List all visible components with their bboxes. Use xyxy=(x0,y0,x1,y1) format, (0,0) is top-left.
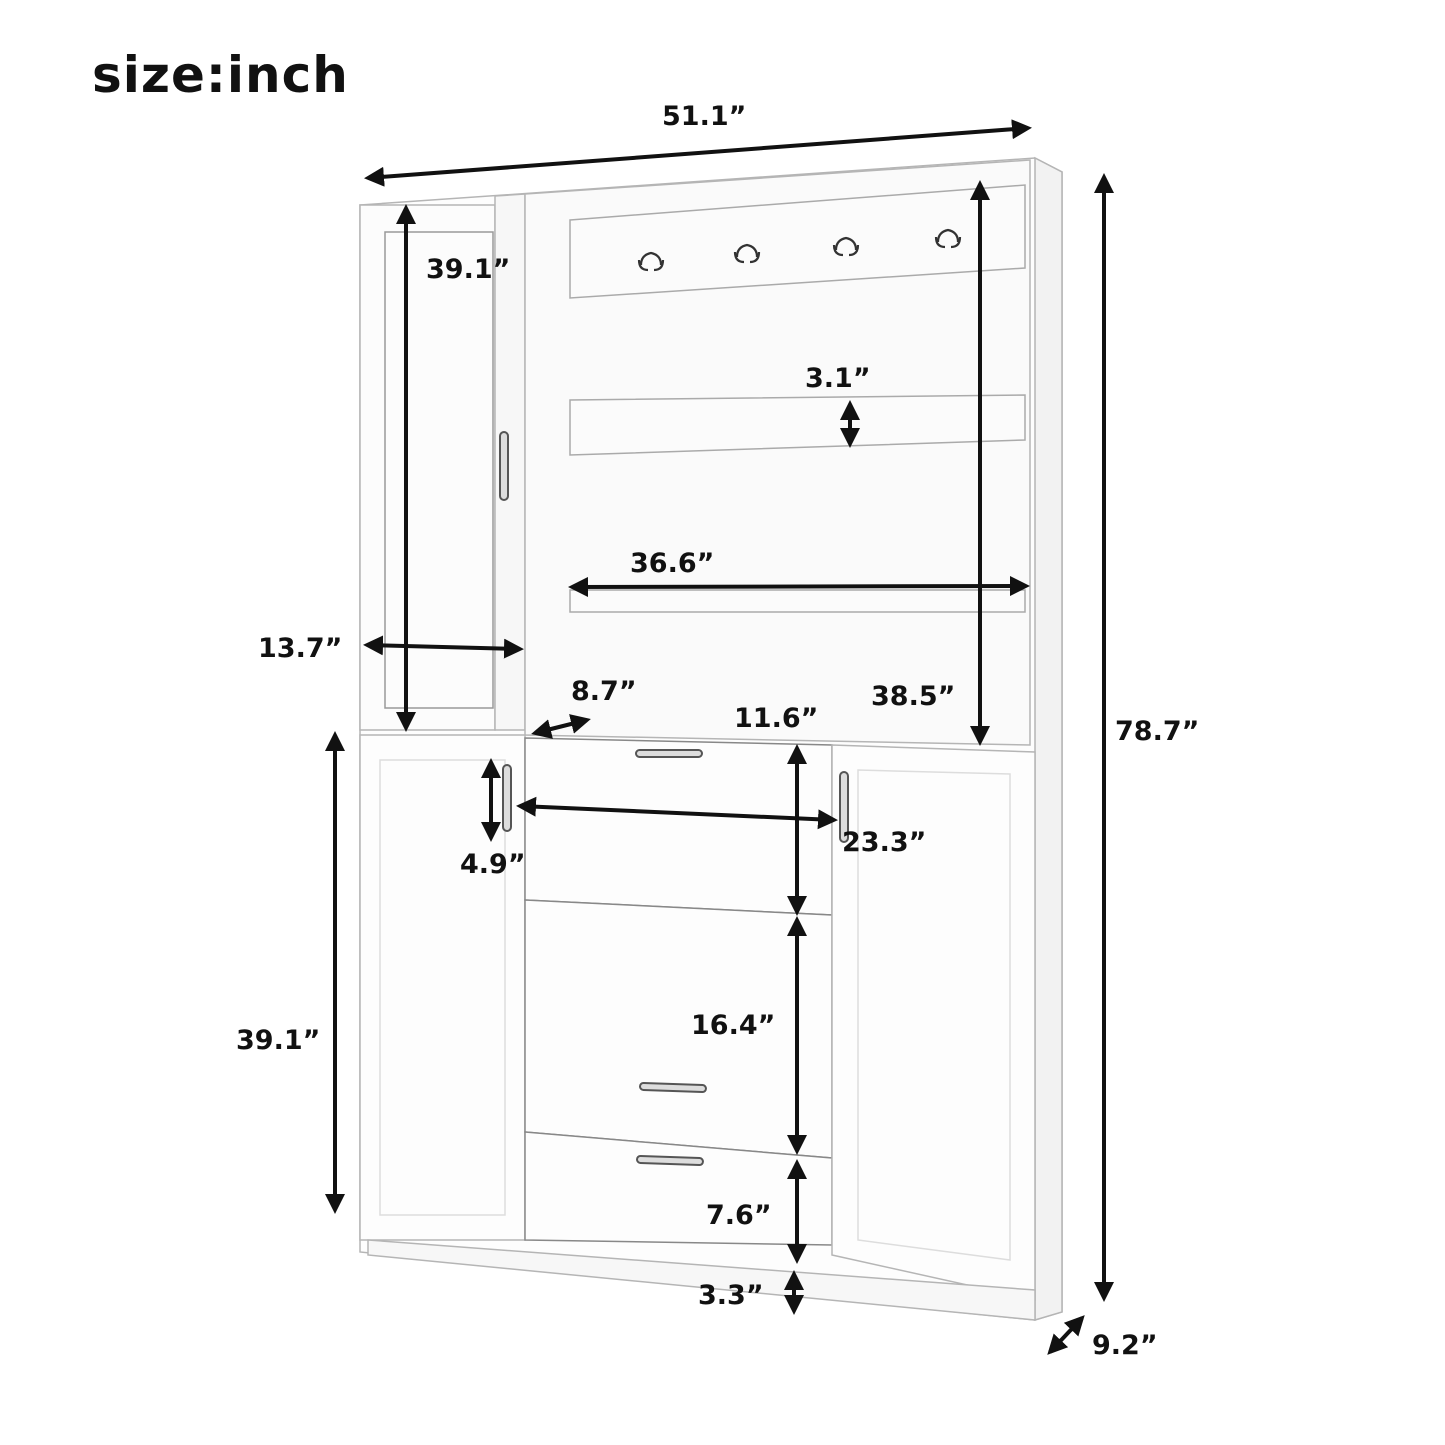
upper-door-height-label: 39.1” xyxy=(426,254,511,285)
shelf-width-label: 36.6” xyxy=(630,548,715,579)
overall-depth-label: 9.2” xyxy=(1092,1330,1158,1361)
coat-hooks xyxy=(637,228,962,272)
overall-height-label: 78.7” xyxy=(1115,716,1200,747)
drawer-width-label: 23.3” xyxy=(842,827,927,858)
base-height-label: 3.3” xyxy=(698,1280,764,1311)
handles xyxy=(499,431,849,1167)
overall-width-label: 51.1” xyxy=(662,101,747,132)
upper-right-height-label: 38.5” xyxy=(871,681,956,712)
shelf-gap-label: 3.1” xyxy=(805,363,871,394)
cabinet-outline xyxy=(359,156,1063,1322)
middle-drawer-height-label: 16.4” xyxy=(691,1010,776,1041)
lower-cabinet-height-label: 39.1” xyxy=(236,1025,321,1056)
dimension-arrows xyxy=(325,119,1114,1355)
counter-depth-label: 8.7” xyxy=(571,676,637,707)
bottom-drawer-height-label: 7.6” xyxy=(706,1200,772,1231)
top-drawer-height-label: 11.6” xyxy=(734,703,819,734)
page-title: size:inch xyxy=(92,46,349,104)
upper-door-width-label: 13.7” xyxy=(258,633,343,664)
handle-length-label: 4.9” xyxy=(460,849,526,880)
